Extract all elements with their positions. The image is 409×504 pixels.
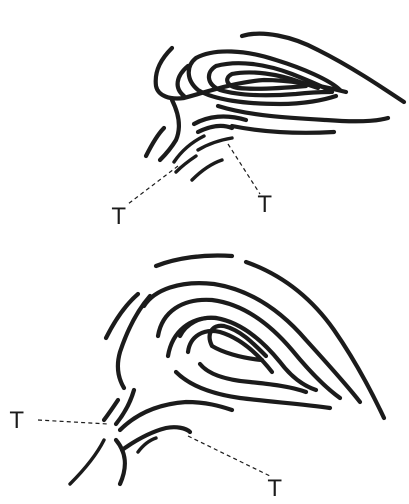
- lower-loop-1: [141, 281, 363, 405]
- lower-loop-core: [207, 323, 269, 363]
- upper-leader-right: [227, 143, 261, 195]
- lower-loop-4: [177, 315, 219, 339]
- upper-loop-1: [186, 49, 343, 107]
- lower-delta-2: [113, 437, 127, 487]
- upper-ridge-lower-2: [229, 123, 337, 135]
- lower-stalk-1: [113, 387, 137, 427]
- lower-leader-right: [187, 435, 271, 477]
- lower-ridge-outer: [243, 259, 387, 421]
- upper-panel: T T: [111, 31, 407, 230]
- lower-delta-4: [68, 438, 106, 486]
- upper-delta-3: [195, 123, 235, 135]
- upper-t-label-right: T: [257, 193, 272, 218]
- lower-loop-2: [155, 297, 343, 401]
- lower-panel: T T: [9, 253, 387, 502]
- lower-t-label-left: T: [9, 409, 24, 434]
- upper-leader-left: [127, 165, 179, 205]
- upper-ridge-outer: [239, 31, 407, 105]
- lower-delta-1: [117, 399, 235, 433]
- upper-delta-1: [191, 114, 249, 127]
- lower-delta-3: [119, 425, 193, 453]
- upper-delta-5: [174, 154, 198, 174]
- upper-loop-2: [206, 61, 335, 98]
- upper-delta-2: [172, 134, 206, 164]
- lower-loop-inner-b: [197, 361, 309, 395]
- lower-ridge-3: [115, 293, 153, 391]
- upper-stalk-2: [143, 125, 167, 159]
- upper-stalk-1: [157, 97, 182, 163]
- upper-delta-6: [190, 158, 224, 182]
- lower-t-label-right: T: [267, 477, 282, 502]
- upper-ridge-lower-1: [215, 103, 391, 124]
- lower-ridge-top: [153, 253, 235, 269]
- upper-t-label-left: T: [111, 205, 126, 230]
- lower-ridge-2: [103, 291, 141, 341]
- upper-delta-4: [196, 136, 234, 152]
- lower-delta-5: [136, 436, 158, 454]
- upper-ridge-3: [175, 63, 191, 99]
- lower-leader-left: [37, 419, 109, 425]
- lower-stalk-2: [101, 397, 121, 423]
- upper-loop-core: [225, 70, 321, 91]
- lower-loop-inner-c: [173, 369, 333, 411]
